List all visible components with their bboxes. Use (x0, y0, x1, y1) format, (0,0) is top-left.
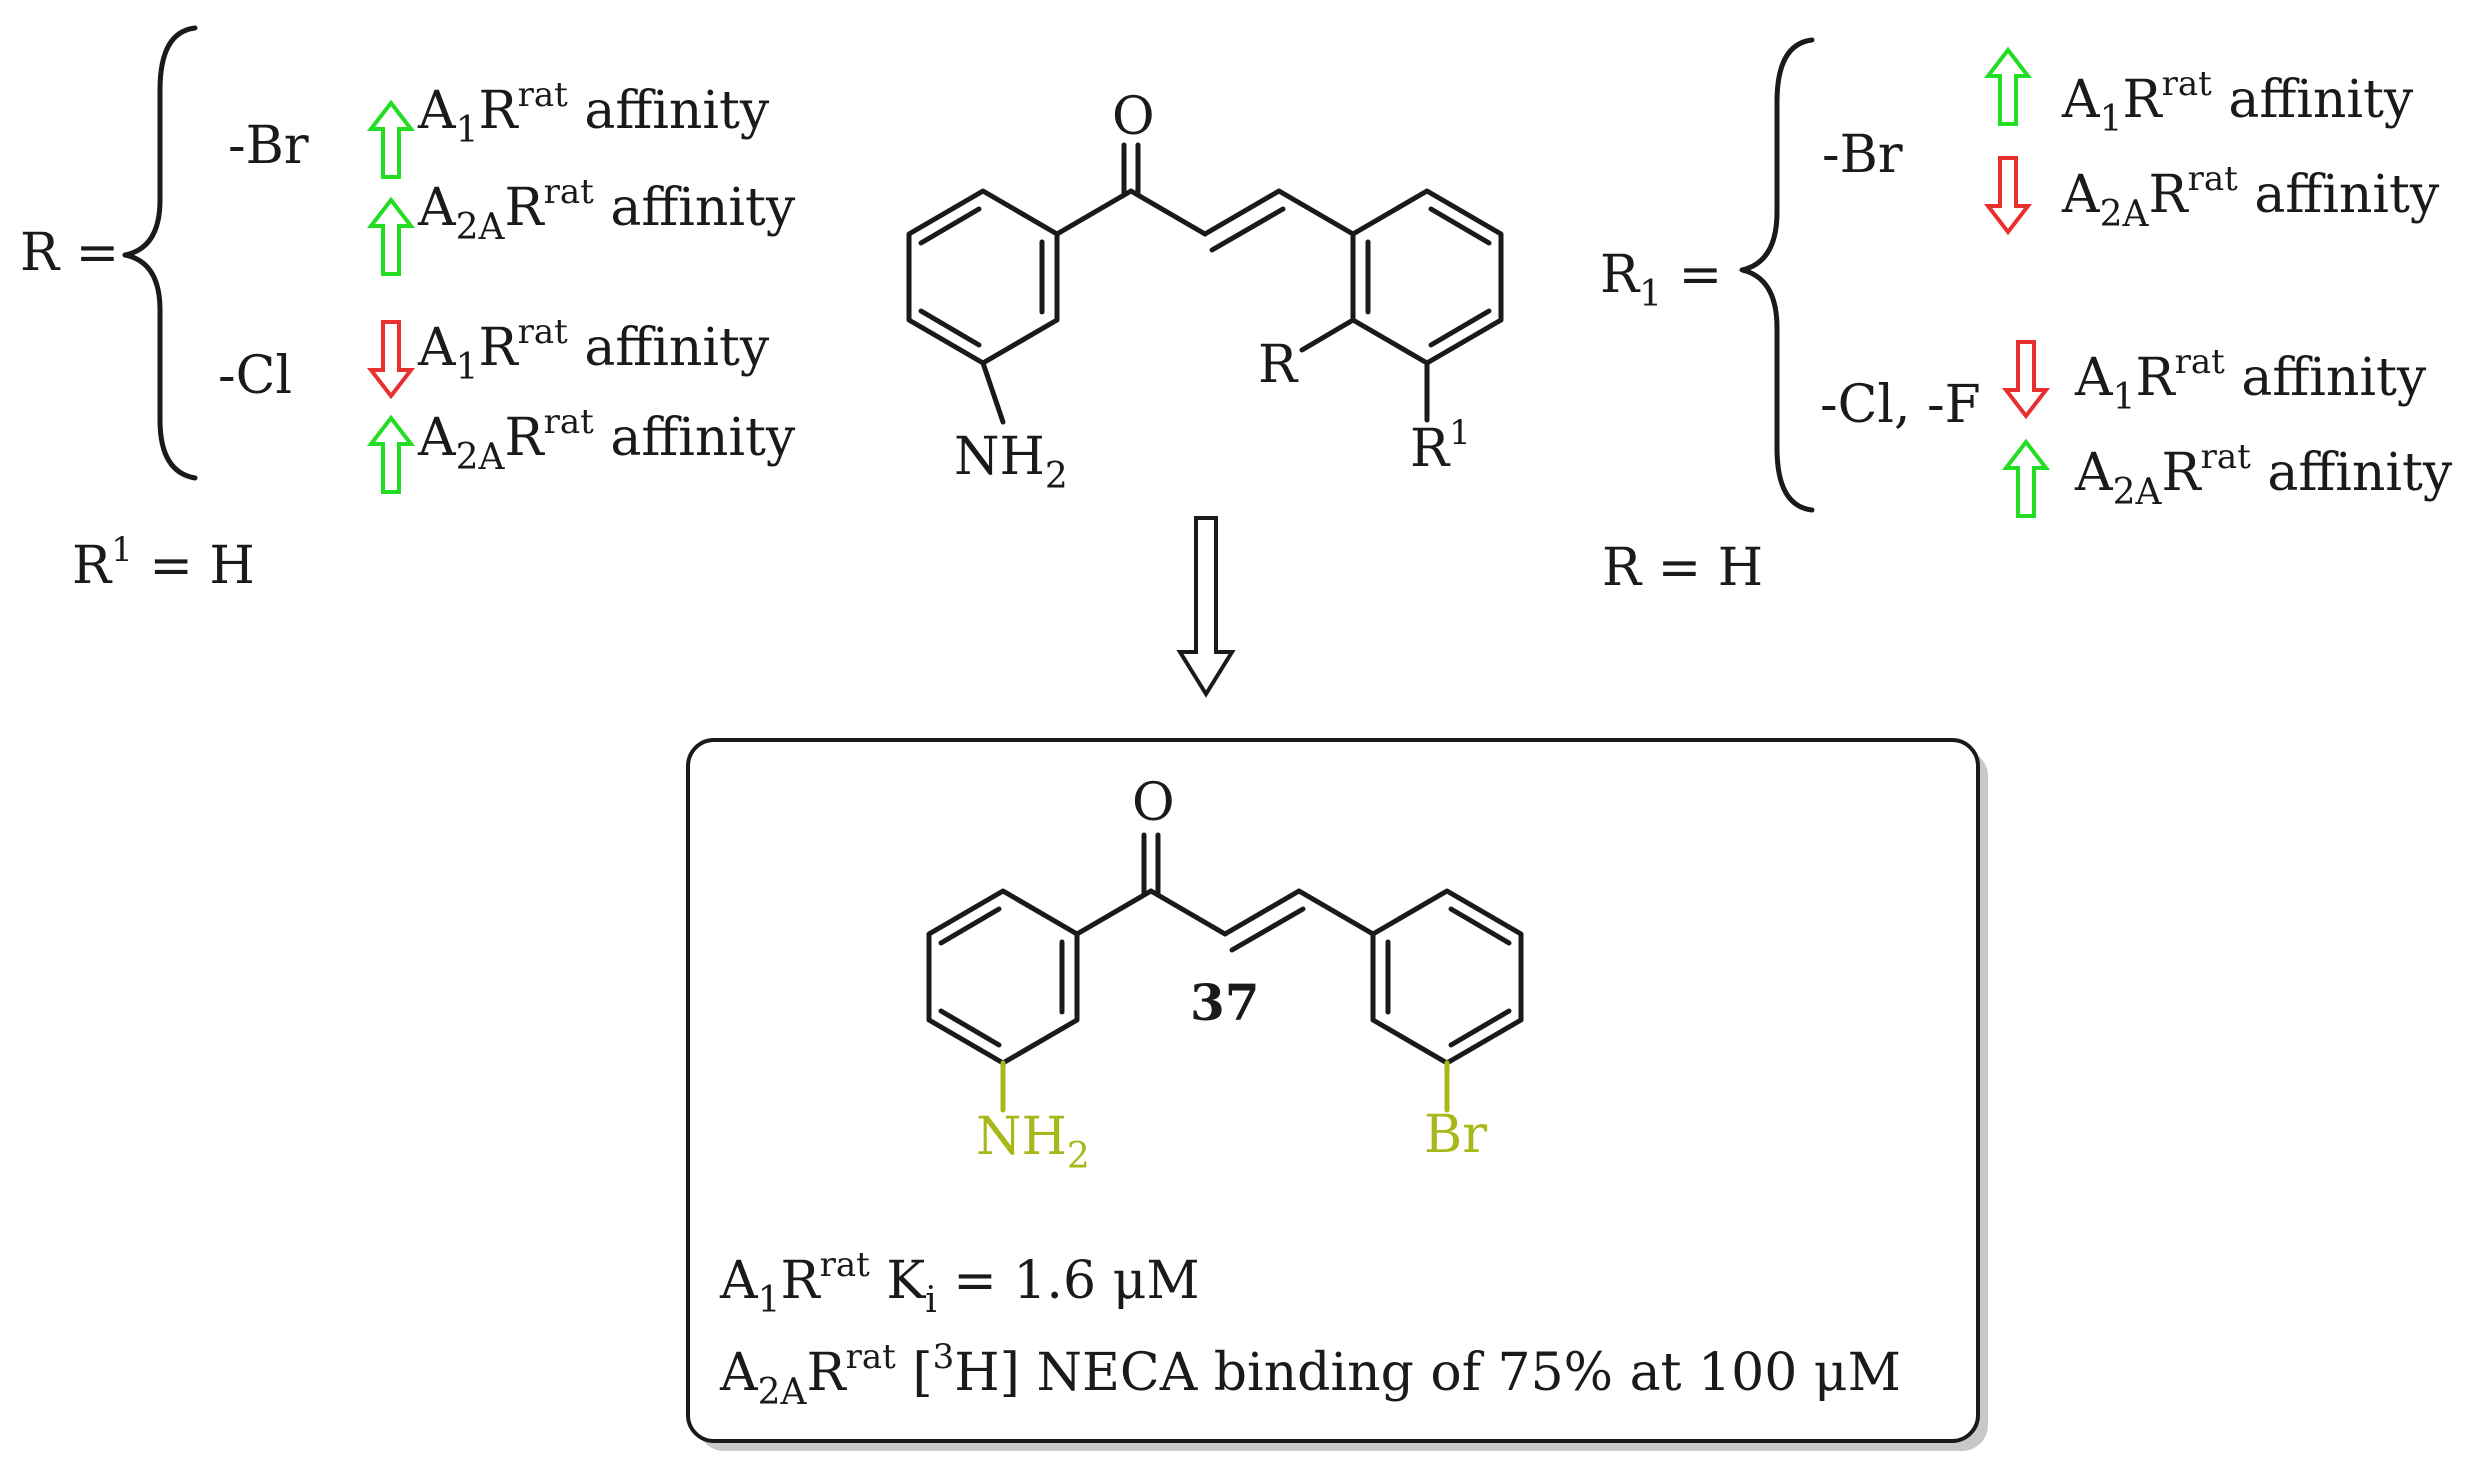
compound-37-structure: NH2 O Br 37 (926, 773, 1524, 1177)
left-brace (122, 25, 198, 481)
right-panel: R1 = -Br -Cl, -F A1Rrat affinity A2ARrat… (1600, 37, 2453, 598)
right-clf-a2a-row: A2ARrat affinity (2001, 437, 2453, 518)
ki-line: A1Rrat Ki = 1.6 μM (719, 1245, 1200, 1321)
right-br-a2a-arrow-icon (1983, 156, 2033, 236)
left-cl-a1-label: A1Rrat affinity (417, 312, 770, 388)
left-group-cl: -Cl (218, 346, 292, 406)
hollow-down-arrow-icon (1176, 516, 1236, 698)
compound-o-label: O (1132, 773, 1175, 833)
right-br-a1-label: A1Rrat affinity (2061, 64, 2414, 140)
left-cl-a2a-arrow-icon (366, 414, 416, 494)
left-group-br: -Br (228, 116, 309, 176)
right-clf-a1-label: A1Rrat affinity (2074, 342, 2427, 418)
compound-br-label: Br (1424, 1105, 1487, 1165)
right-group-clf: -Cl, -F (1820, 375, 1981, 435)
scaffold-nh2-label: NH2 (954, 427, 1068, 497)
left-cl-a1-arrow-icon (366, 320, 416, 400)
r1-equals-label: R1 = (1600, 245, 1722, 315)
right-br-a2a-row: A2ARrat affinity (1983, 156, 2440, 236)
left-cl-a2a-row: A2ARrat affinity (366, 402, 796, 494)
right-br-a1-row: A1Rrat affinity (1983, 46, 2414, 140)
result-box: NH2 O Br 37 A1Rrat Ki = 1.6 μM A2ARrat [… (686, 738, 1988, 1451)
right-br-a1-arrow-icon (1983, 46, 2033, 126)
right-clf-a1-arrow-icon (2001, 340, 2051, 420)
scaffold-r1-label: R1 (1410, 413, 1471, 479)
r-equals-label: R = (20, 223, 119, 283)
left-cl-a2a-label: A2ARrat affinity (417, 402, 796, 478)
scaffold-r-label: R (1258, 335, 1299, 395)
neca-binding-line: A2ARrat [3H] NECA binding of 75% at 100 … (719, 1337, 1901, 1413)
right-clf-a2a-label: A2ARrat affinity (2074, 437, 2453, 513)
right-group-br: -Br (1822, 125, 1903, 185)
compound-number: 37 (1190, 973, 1260, 1032)
scaffold-right-ring (1350, 188, 1504, 366)
r1-condition-left: R1 = H (72, 530, 255, 596)
r-condition-right: R = H (1602, 538, 1763, 598)
left-br-a1-arrow-icon (366, 99, 416, 179)
scaffold-o-label: O (1112, 87, 1155, 147)
left-br-a1-label: A1Rrat affinity (417, 75, 770, 151)
right-clf-a1-row: A1Rrat affinity (2001, 340, 2427, 420)
result-box-frame (686, 738, 1980, 1443)
left-br-a2a-label: A2ARrat affinity (417, 172, 796, 248)
right-brace (1739, 37, 1815, 513)
compound-nh2-label: NH2 (976, 1107, 1090, 1177)
left-br-a2a-row: A2ARrat affinity (366, 172, 796, 276)
left-br-a1-row: A1Rrat affinity (366, 75, 770, 179)
right-br-a2a-label: A2ARrat affinity (2061, 159, 2440, 235)
scaffold-left-ring (906, 188, 1060, 366)
left-br-a2a-arrow-icon (366, 196, 416, 276)
left-cl-a1-row: A1Rrat affinity (366, 312, 770, 400)
chalcone-scaffold: NH2 O R R1 (906, 87, 1504, 497)
left-panel: R = -Br -Cl A1Rrat affinity A2ARrat affi… (20, 25, 796, 596)
right-clf-a2a-arrow-icon (2001, 438, 2051, 518)
